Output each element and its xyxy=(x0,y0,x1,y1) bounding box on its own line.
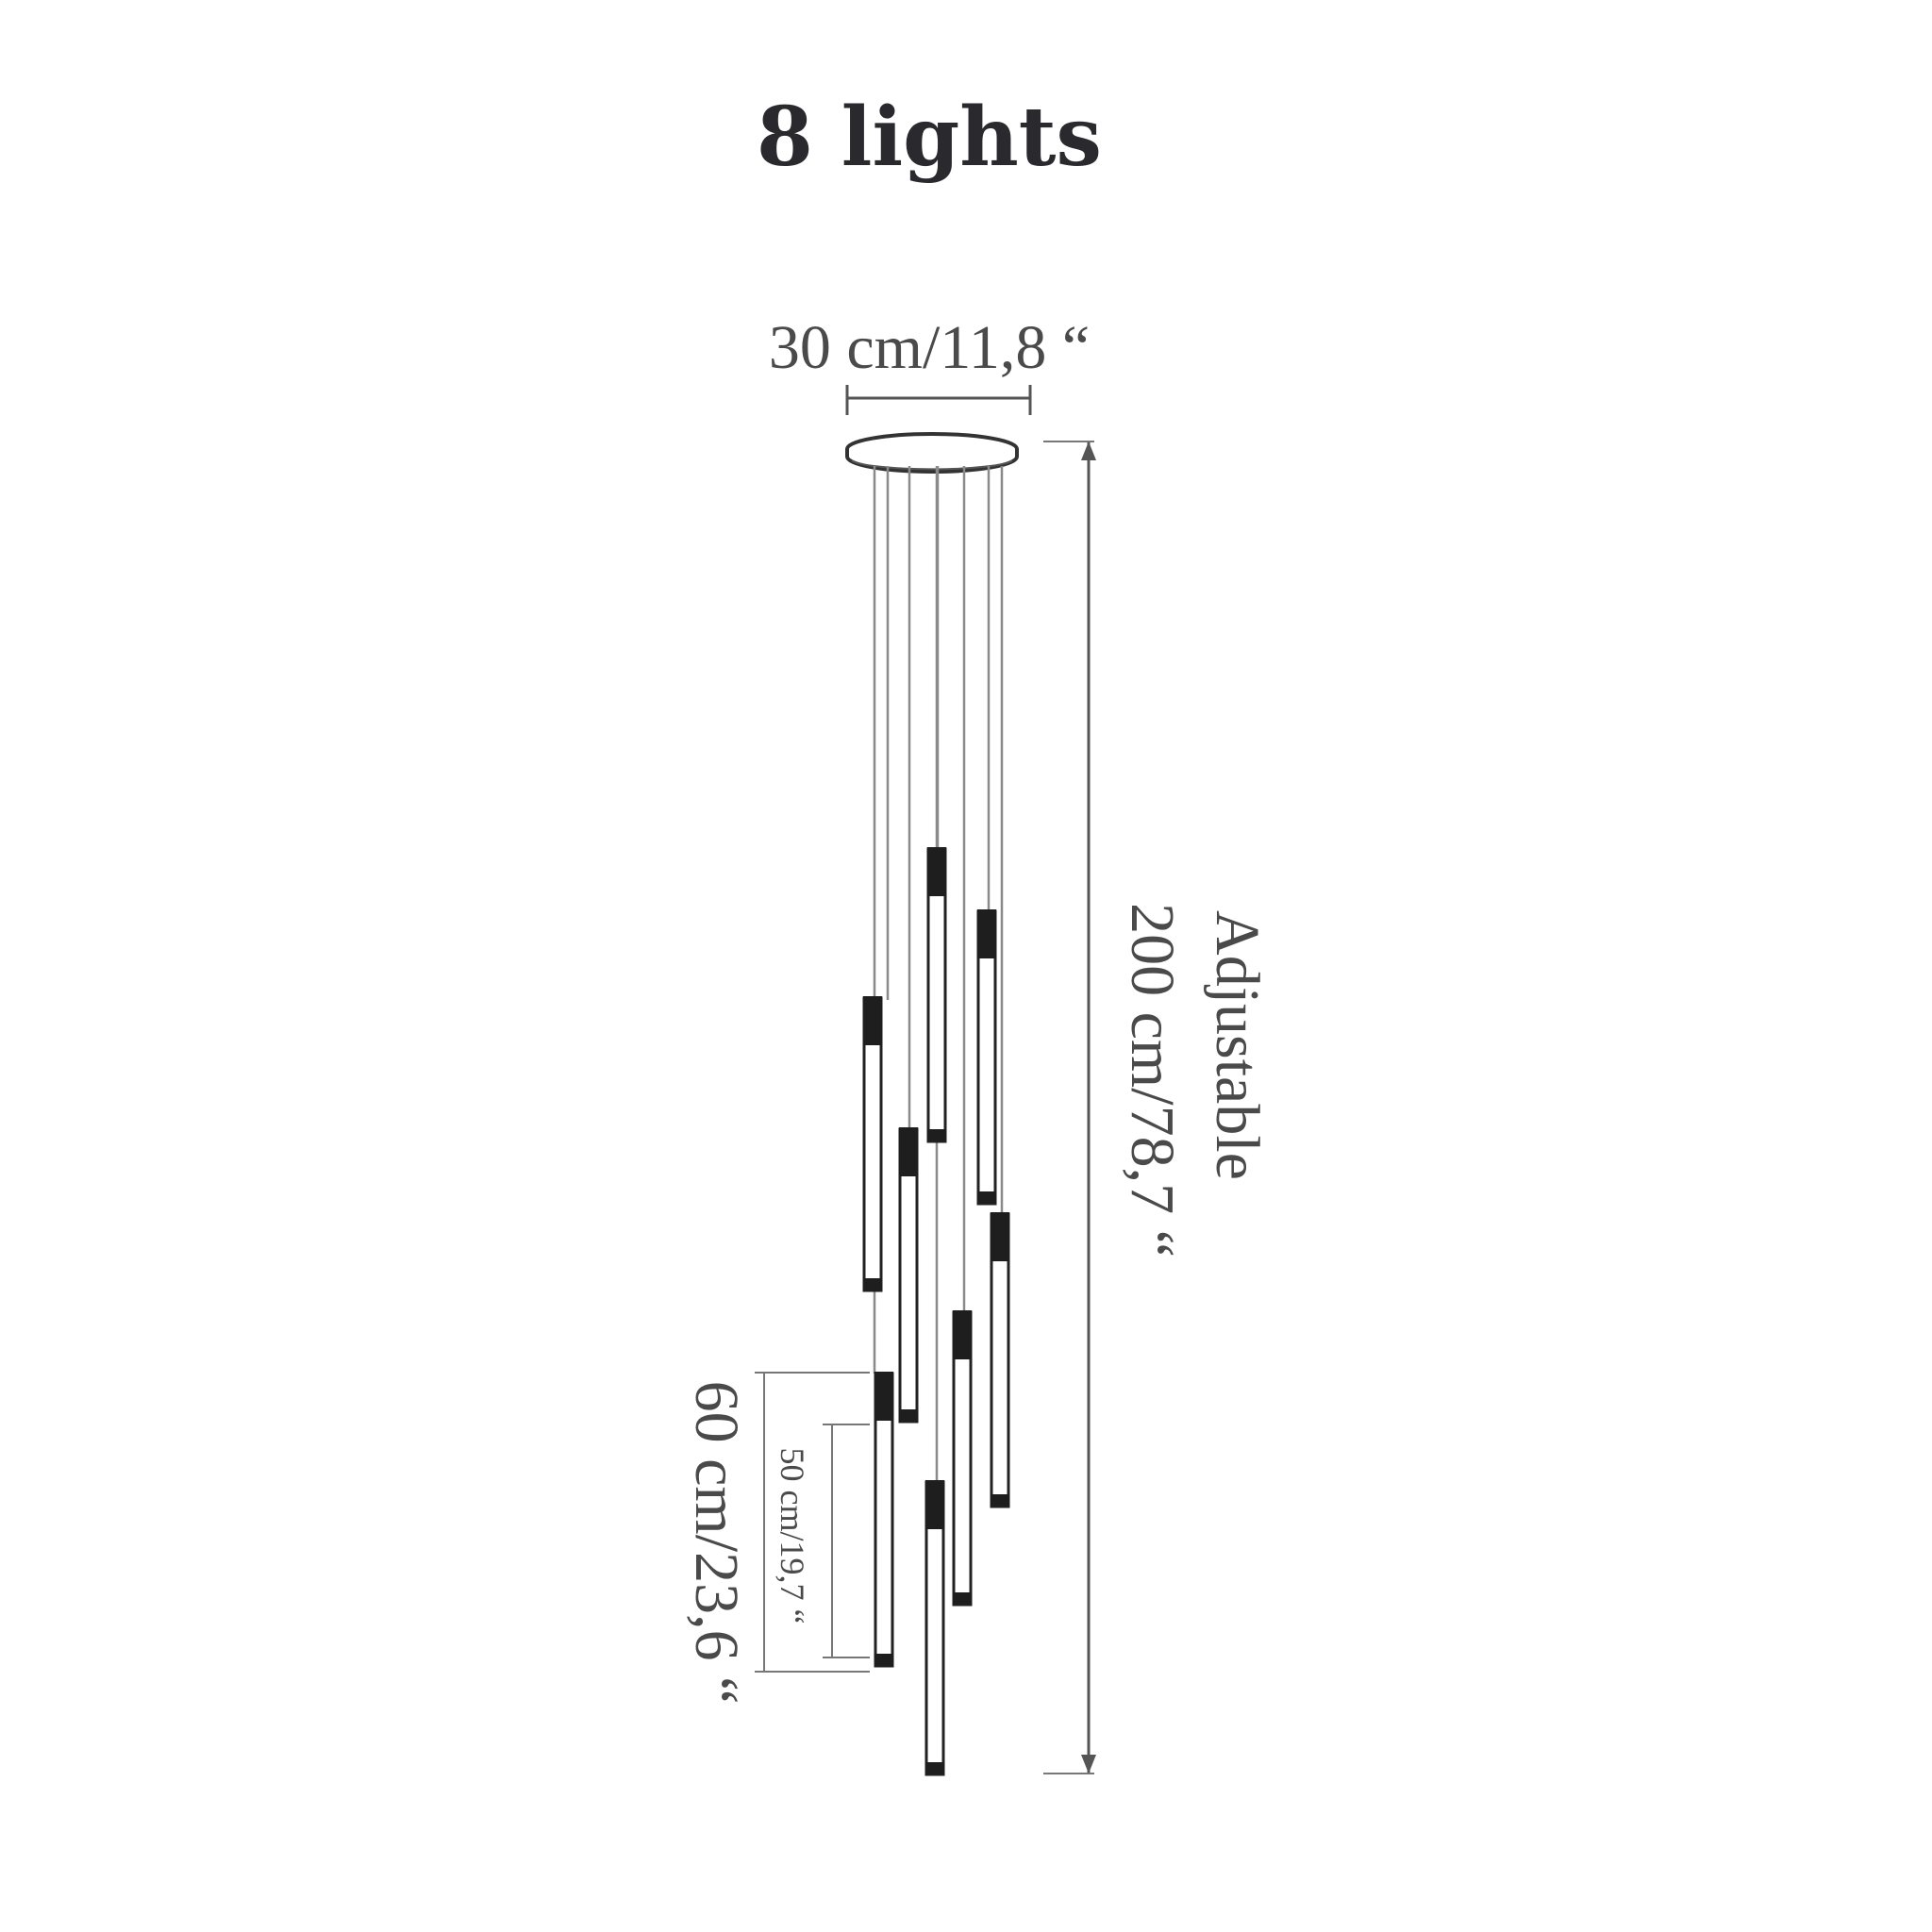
total-height-dimension-line xyxy=(1043,441,1096,1774)
light-tube xyxy=(926,847,947,1143)
light-tube xyxy=(952,1310,973,1607)
light-tube xyxy=(924,1480,945,1776)
suspension-cables xyxy=(873,466,1004,1483)
total-height-adjustable-label: Adjustable xyxy=(1203,910,1272,1180)
light-body-length-label: 50 cm/19,7 “ xyxy=(774,1448,811,1624)
light-tube xyxy=(990,1212,1010,1508)
light-tube xyxy=(898,1127,919,1424)
light-tube xyxy=(862,996,883,1292)
total-height-label: 200 cm/78,7 “ xyxy=(1118,903,1187,1257)
light-tube xyxy=(874,1372,894,1668)
canopy-width-label: 30 cm/11,8 “ xyxy=(769,313,1090,382)
ceiling-canopy xyxy=(845,432,1019,474)
light-tube xyxy=(976,909,997,1206)
light-total-length-dimension-line xyxy=(755,1372,870,1673)
light-body-length-dimension-line xyxy=(823,1424,870,1658)
diagram-title: 8 lights xyxy=(757,90,1102,185)
canopy-width-dimension-line xyxy=(845,385,1032,415)
light-total-length-label: 60 cm/23,6 “ xyxy=(682,1381,751,1705)
